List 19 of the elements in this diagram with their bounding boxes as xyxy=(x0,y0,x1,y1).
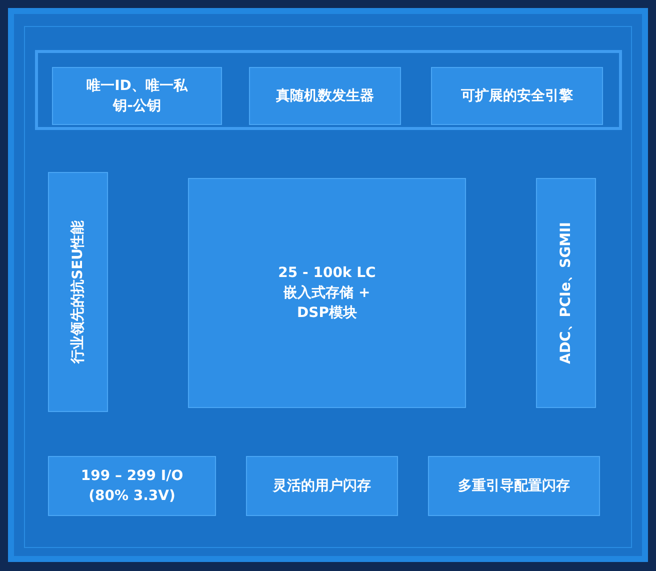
block-label: 行业领先的抗SEU性能 xyxy=(68,220,87,364)
feature-block xyxy=(428,456,600,516)
feature-block xyxy=(48,172,108,412)
feature-block xyxy=(52,67,222,125)
block-label: 多重引导配置闪存 xyxy=(458,476,570,496)
block-label: ADC、PCIe、SGMII xyxy=(556,222,575,364)
feature-block xyxy=(536,178,596,408)
block-label: 唯一ID、唯一私钥-公钥 xyxy=(86,76,189,116)
block-label: 灵活的用户闪存 xyxy=(273,476,371,496)
block-label: 可扩展的安全引擎 xyxy=(461,86,573,106)
feature-block xyxy=(48,456,216,516)
block-label: 真随机数发生器 xyxy=(276,86,374,106)
group-band xyxy=(35,50,622,130)
feature-block xyxy=(188,178,466,408)
feature-block xyxy=(246,456,398,516)
feature-block xyxy=(249,67,401,125)
feature-block xyxy=(431,67,603,125)
block-label: 25 - 100k LC 嵌入式存储 + DSP模块 xyxy=(277,264,377,324)
block-label: 199 – 299 I/O (80% 3.3V) xyxy=(80,466,184,506)
